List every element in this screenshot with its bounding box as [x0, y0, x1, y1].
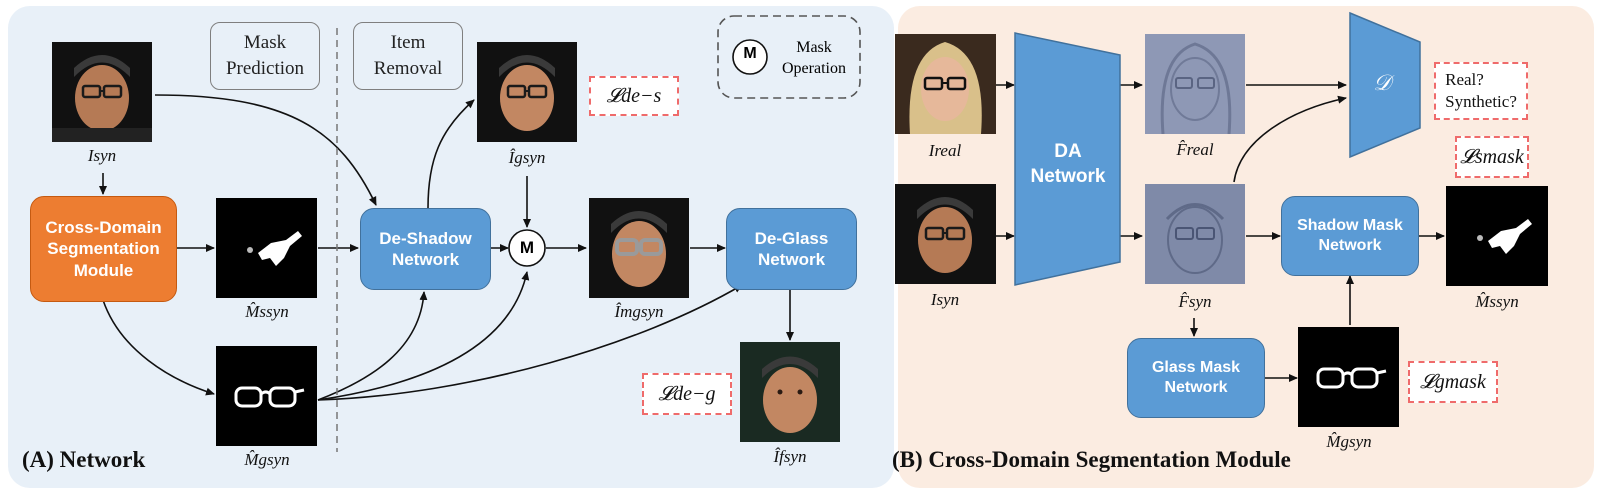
legend-symbol: M	[743, 45, 757, 62]
image-mask-shadow	[216, 198, 317, 298]
caption-i-real: Ireal	[928, 141, 962, 160]
image-f-real	[1145, 34, 1245, 134]
caption-m-g: M̂gsyn	[244, 450, 290, 469]
de-glass-network: De-Glass Network	[726, 208, 857, 290]
caption-i-g: Îgsyn	[508, 148, 546, 167]
caption-m-g-b: M̂gsyn	[1326, 432, 1372, 451]
image-i-real	[895, 34, 996, 134]
image-i-syn-b	[895, 184, 996, 284]
arrow-mg-to-deshadow	[317, 291, 428, 401]
da-network-shape	[1014, 32, 1121, 286]
glass-mask-image	[234, 386, 305, 408]
face-image	[589, 198, 689, 298]
image-mask-glass	[216, 346, 317, 446]
caption-i-syn: Isyn	[87, 146, 117, 165]
item-removal-label: Item Removal	[353, 22, 463, 90]
arrow-cdsm-to-mg	[102, 299, 215, 396]
caption-m-s-b: M̂ssyn	[1475, 292, 1519, 311]
discriminator-label: 𝒟	[1373, 70, 1391, 95]
caption-i-f: Îfsyn	[773, 447, 807, 466]
caption-i-syn-b: Isyn	[930, 290, 960, 309]
arrow-fsyn-to-d	[1233, 95, 1347, 183]
panel-a-title: (A) Network	[22, 447, 146, 472]
arrow-mg-to-deglass	[317, 284, 743, 401]
mask-prediction-label: Mask Prediction	[210, 22, 320, 90]
arrow-mg-to-maskop	[317, 271, 530, 401]
glass-mask-network: Glass Mask Network	[1127, 338, 1265, 418]
loss-mask-g: 𝓛gmask	[1408, 361, 1498, 403]
arrow-deshadow-to-ig	[427, 99, 475, 209]
face-image	[477, 42, 577, 142]
loss-de-g: 𝓛de−g	[642, 373, 732, 415]
glass-mask-image	[1316, 367, 1387, 389]
de-shadow-network: De-Shadow Network	[360, 208, 491, 290]
loss-mask-s: 𝓛smask	[1455, 136, 1529, 178]
image-i-f	[740, 342, 840, 442]
feature-map-image	[1145, 34, 1245, 134]
caption-f-syn: F̂syn	[1178, 292, 1212, 311]
image-mask-glass-b	[1298, 327, 1399, 427]
image-i-mg	[589, 198, 689, 298]
shadow-mask-image	[247, 231, 302, 266]
face-image	[52, 42, 152, 142]
caption-i-mg: Îmgsyn	[614, 302, 664, 321]
image-i-g	[477, 42, 577, 142]
image-i-syn	[52, 42, 152, 142]
shadow-mask-network: Shadow Mask Network	[1281, 196, 1419, 276]
discriminator-shape	[1349, 11, 1421, 159]
arrow-isyn-to-deshadow	[154, 94, 377, 206]
face-image	[895, 34, 996, 134]
caption-m-s: M̂ssyn	[245, 302, 289, 321]
real-synthetic-box: Real? Synthetic?	[1434, 62, 1528, 120]
caption-f-real: F̂real	[1176, 140, 1214, 159]
cross-domain-segmentation-module: Cross-Domain Segmentation Module	[30, 196, 177, 302]
loss-de-s: 𝓛de−s	[589, 76, 679, 116]
face-image	[740, 342, 840, 442]
shadow-mask-image	[1477, 219, 1532, 254]
mask-op-circle	[508, 229, 546, 267]
legend-circle	[732, 39, 768, 75]
da-network-label: DA Network	[1030, 141, 1106, 187]
image-mask-shadow-b	[1446, 186, 1548, 286]
legend-text: Mask Operation	[782, 39, 846, 77]
face-image	[895, 184, 996, 284]
feature-map-image	[1145, 184, 1245, 284]
image-f-syn	[1145, 184, 1245, 284]
mask-op-symbol: M	[519, 238, 535, 257]
legend-box	[717, 15, 861, 99]
panel-b-title: (B) Cross-Domain Segmentation Module	[892, 447, 1291, 472]
